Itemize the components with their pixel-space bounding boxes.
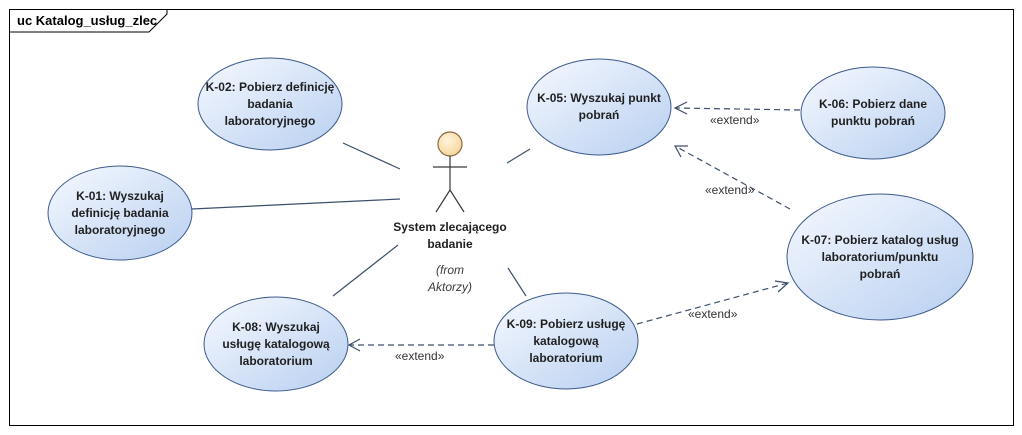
extend-k07-k05	[673, 145, 791, 210]
actor-head	[437, 131, 463, 157]
usecase-k05-ellipse	[526, 58, 672, 156]
association-k02	[342, 142, 401, 170]
usecase-k09-ellipse	[493, 292, 639, 390]
extend-label-k06-k05: «extend»	[710, 113, 760, 127]
association-k01	[191, 198, 401, 210]
usecase-k06-ellipse	[800, 66, 946, 160]
association-k05	[506, 148, 531, 164]
extend-label-k09-k07: «extend»	[688, 307, 738, 321]
association-k08	[332, 244, 399, 297]
usecase-k01-ellipse	[47, 165, 193, 261]
actor-figure	[433, 131, 467, 213]
usecase-k07-ellipse	[786, 193, 974, 321]
extend-k09-k07	[636, 280, 790, 325]
association-k09	[507, 267, 527, 297]
extend-label-k09-k08: «extend»	[395, 349, 445, 363]
extend-label-k07-k05: «extend»	[705, 183, 755, 197]
usecase-k02-ellipse	[197, 57, 343, 151]
diagram-frame	[9, 9, 1014, 426]
extend-k09-k08	[347, 338, 494, 352]
frame-title-tab	[9, 9, 168, 33]
extend-k06-k05	[673, 101, 801, 115]
diagram-title: uc Katalog_usług_zlec	[17, 13, 158, 28]
usecase-k08-ellipse	[203, 296, 349, 392]
